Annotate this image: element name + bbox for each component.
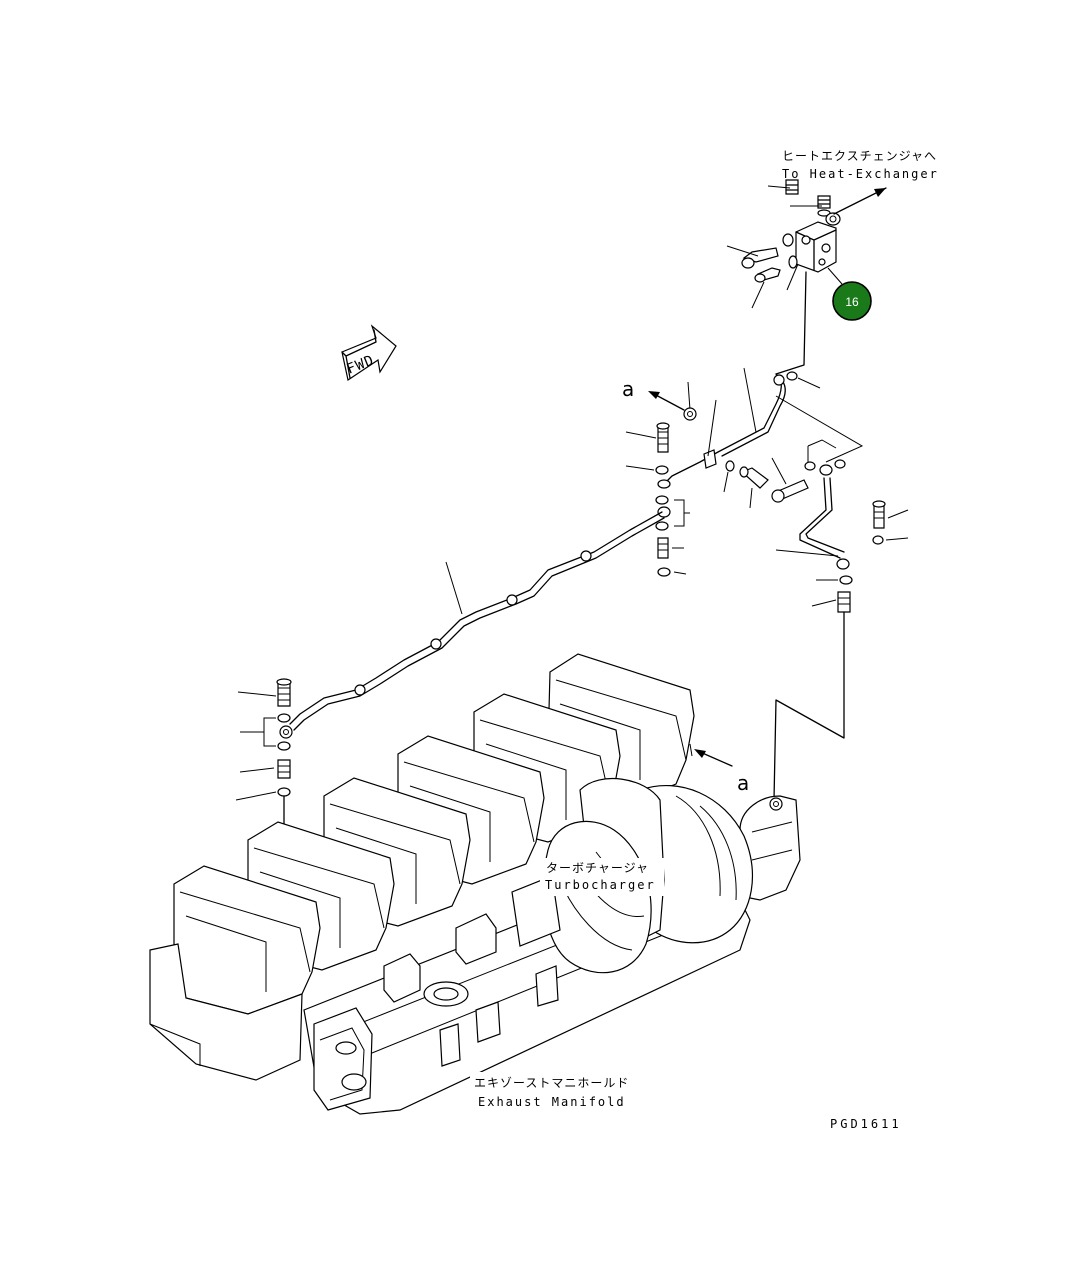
- ref-a-arrow: [699, 751, 733, 767]
- heat-exchanger-label-en: To Heat-Exchanger: [782, 167, 939, 181]
- heat-exchanger-label-ja: ヒートエクスチェンジャへ: [782, 149, 937, 163]
- fwd-arrow-icon: FWD: [341, 324, 397, 381]
- engine-block: [149, 653, 695, 1081]
- callout-badge[interactable]: 16: [827, 267, 872, 321]
- left-fitting-stack: [235, 678, 293, 1017]
- callout-number: 16: [845, 295, 859, 309]
- drawing-code: PGD1611: [830, 1117, 902, 1131]
- turbocharger-label-en: Turbocharger: [545, 878, 656, 892]
- heat-exchanger-bracket-assembly: [726, 179, 887, 375]
- turbocharger-label-ja: ターボチャージャ: [546, 861, 649, 875]
- ref-a-top: a: [622, 377, 634, 401]
- main-oil-tube: [289, 511, 665, 731]
- turbocharger-label-bg: [540, 858, 664, 896]
- ref-a-bottom: a: [737, 771, 749, 795]
- manifold-label-bg: [470, 1072, 630, 1112]
- upper-tube-assembly: a: [622, 367, 821, 577]
- right-branch-tube: [771, 395, 909, 801]
- manifold-label-ja: エキゾーストマニホールド: [474, 1076, 629, 1090]
- ref-a-lead: [689, 743, 693, 757]
- manifold-label-en: Exhaust Manifold: [478, 1095, 626, 1109]
- callout-circle[interactable]: [832, 281, 872, 321]
